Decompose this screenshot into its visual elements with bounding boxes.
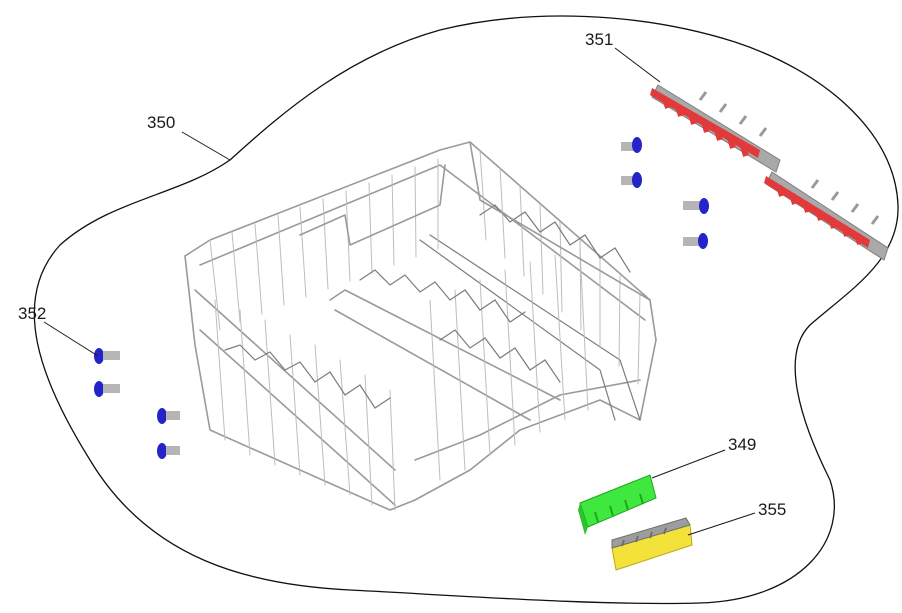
wheel-icon bbox=[621, 172, 642, 188]
red-rail-lower bbox=[764, 171, 889, 261]
callout-349: 349 bbox=[728, 435, 756, 454]
red-rail-upper bbox=[650, 84, 781, 173]
group-outline bbox=[33, 15, 899, 605]
leader-350 bbox=[181, 131, 231, 161]
handle-part bbox=[611, 517, 693, 571]
wheel-icon bbox=[94, 381, 120, 397]
wheel-icon bbox=[94, 348, 120, 364]
callout-351: 351 bbox=[585, 30, 613, 49]
leader-355 bbox=[687, 512, 756, 536]
leader-352 bbox=[43, 321, 99, 357]
callout-352: 352 bbox=[18, 304, 46, 323]
wheel-set-right bbox=[621, 137, 709, 249]
wheel-icon bbox=[621, 137, 642, 153]
callout-355: 355 bbox=[758, 500, 786, 519]
wheel-set-left bbox=[94, 348, 180, 459]
wheel-icon bbox=[683, 233, 708, 249]
leader-351 bbox=[614, 47, 661, 83]
wheel-icon bbox=[157, 443, 180, 459]
leader-349 bbox=[651, 449, 726, 479]
callout-350: 350 bbox=[147, 113, 175, 132]
green-clip bbox=[578, 474, 657, 535]
wheel-icon bbox=[157, 408, 180, 424]
wheel-icon bbox=[683, 198, 709, 214]
dish-basket bbox=[184, 141, 657, 511]
